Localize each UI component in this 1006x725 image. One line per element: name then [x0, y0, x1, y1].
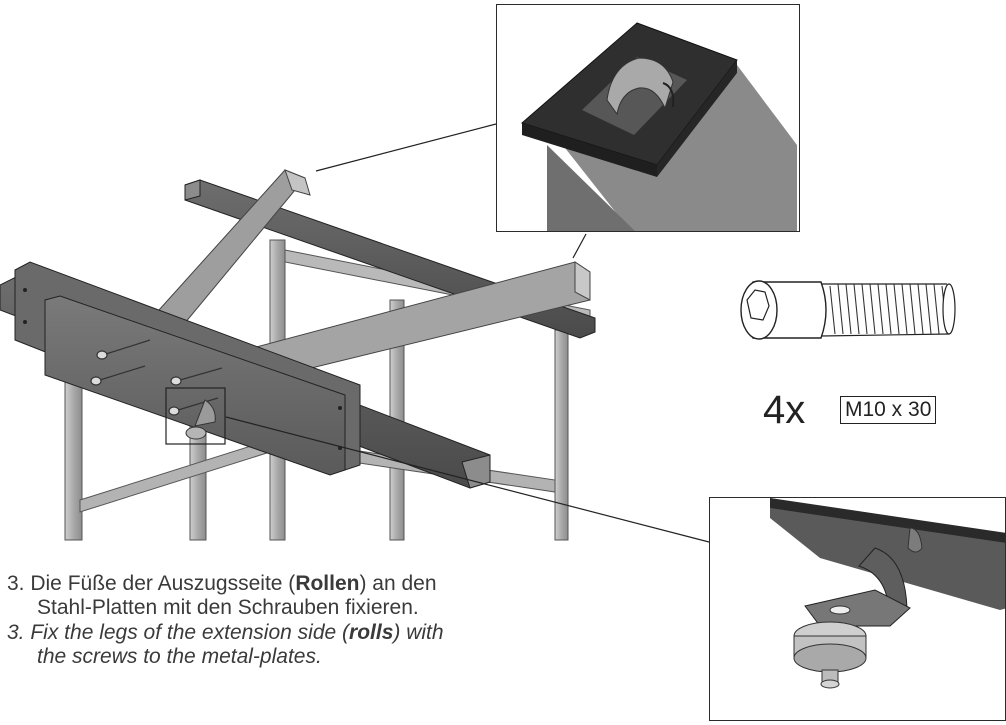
instruction-english: 3. Fix the legs of the extension side (r…	[7, 621, 567, 669]
callout-line-bottom	[225, 416, 710, 543]
steel-plate	[14, 261, 361, 476]
hardware-quantity: 4x	[763, 388, 806, 432]
screws	[90, 339, 223, 416]
roller-leg-illustration	[770, 498, 1005, 689]
hardware-spec-box: M10 x 30	[840, 396, 937, 424]
roller-leg-small	[185, 399, 216, 440]
zoom-detail-bottom	[709, 497, 1006, 721]
screw-m10-illustration	[740, 280, 956, 340]
instruction-english-line2: the screws to the metal-plates.	[37, 645, 322, 668]
instruction-german-line1: 3. Die Füße der Auszugsseite (Rollen) an…	[7, 572, 437, 595]
instruction-german-bold: Rollen	[295, 572, 360, 595]
instruction-english-bold: rolls	[349, 621, 394, 644]
instruction-german-line2: Stahl-Platten mit den Schrauben fixieren…	[37, 596, 419, 619]
leg-cap-illustration	[520, 22, 797, 231]
instruction-german: 3. Die Füße der Auszugsseite (Rollen) an…	[7, 572, 567, 620]
callout-line-top2	[572, 233, 587, 259]
callout-line-top	[315, 123, 497, 172]
detail-marker-box	[165, 387, 226, 445]
instruction-english-line1: 3. Fix the legs of the extension side (r…	[7, 621, 444, 644]
zoom-detail-top	[496, 4, 800, 232]
